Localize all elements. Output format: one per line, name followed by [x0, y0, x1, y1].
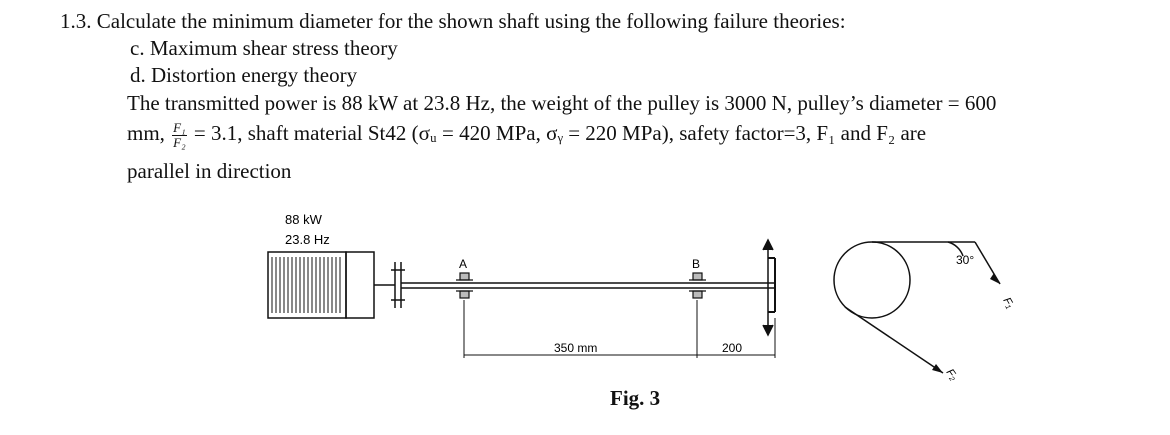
- force-f2-arrowhead: [932, 364, 943, 373]
- shaft: [401, 282, 775, 289]
- force-ratio-fraction: F₁ F₂: [172, 119, 187, 150]
- frequency-label: 23.8 Hz: [285, 232, 330, 247]
- bearing-a: [456, 272, 473, 299]
- fraction-numerator: F₁: [172, 119, 187, 136]
- pulley-side-view: [768, 257, 776, 313]
- theory-item-d: d. Distortion energy theory: [130, 63, 358, 87]
- coupling: [374, 262, 405, 308]
- force-f1-arrowhead: [990, 273, 1000, 284]
- dimension-lines: [463, 300, 776, 358]
- force-f1-label: F₁: [1000, 296, 1016, 311]
- pulley-front-view: [833, 241, 1001, 374]
- figure-caption: Fig. 3: [610, 386, 661, 410]
- given-data-line: The transmitted power is 88 kW at 23.8 H…: [127, 91, 997, 115]
- dimension-bp-label: 200: [722, 341, 742, 355]
- problem-statement-line: 1.3. Calculate the minimum diameter for …: [60, 9, 846, 33]
- given-data-line-3: parallel in direction: [127, 159, 292, 183]
- force-f2-label: F₂: [944, 367, 961, 383]
- motor: [267, 251, 375, 319]
- text-mm: mm,: [127, 121, 165, 145]
- motor-fins: [271, 257, 341, 313]
- given-data-rest: = 3.1, shaft material St42 (σᵤ = 420 MPa…: [193, 121, 927, 145]
- theory-item-c: c. Maximum shear stress theory: [130, 36, 398, 60]
- bearing-b: [689, 272, 706, 299]
- dimension-ab-label: 350 mm: [554, 341, 597, 355]
- fraction-denominator: F₂: [173, 134, 186, 150]
- rotation-arrows: [762, 238, 774, 337]
- angle-label: 30°: [956, 253, 974, 267]
- power-label: 88 kW: [285, 212, 323, 227]
- bearing-b-label: B: [692, 257, 700, 271]
- given-data-line-2: mm, F₁ F₂ = 3.1, shaft material St42 (σᵤ…: [127, 120, 926, 150]
- bearing-a-label: A: [459, 257, 467, 271]
